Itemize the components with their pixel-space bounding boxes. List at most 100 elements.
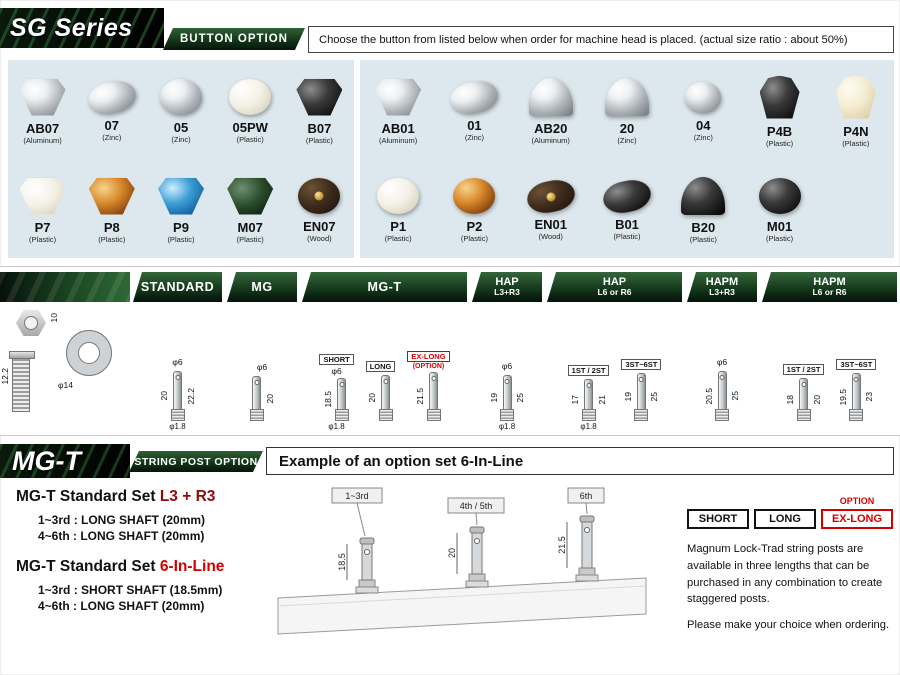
button-image-p8: [88, 177, 135, 215]
button-code: 01: [467, 117, 482, 133]
button-code: M01: [766, 219, 793, 234]
button-item-en07: EN07 (Wood): [285, 159, 354, 258]
spec-drawing-mgt: SHORT φ6 18.5 φ1.8 LONG 20: [302, 304, 467, 432]
button-material: (Plastic): [460, 234, 488, 243]
button-image-05pw: [229, 79, 272, 115]
string-hole: [801, 382, 807, 387]
button-image-m01: [758, 178, 801, 214]
spec-header-mg: MG: [227, 272, 297, 302]
button-code: P9: [173, 219, 189, 235]
button-item-b07: B07 (Plastic): [285, 60, 354, 159]
button-code: 04: [696, 117, 711, 133]
button-item-ab07: AB07 (Aluminum): [8, 60, 77, 159]
spec-header-hapm-l3r3: HAPM L3+R3: [687, 272, 757, 302]
string-post-drawing: [378, 375, 393, 421]
bushing-height-dim: 12.2: [0, 368, 10, 385]
button-image-p4n: [835, 75, 876, 119]
thread-drawing: [378, 409, 393, 421]
spec-drawing-hap-l6r6: 1ST / 2ST 17 21 φ1.8 3ST~6ST 19 25: [547, 304, 682, 432]
string-hole: [431, 376, 437, 381]
string-hole: [853, 377, 859, 382]
thread-drawing: [170, 409, 185, 421]
header-note-box: Choose the button from listed below when…: [308, 26, 894, 53]
button-item-p7: P7 (Plastic): [8, 159, 77, 258]
post-unit-1st2st: 1ST / 2ST 18 20: [782, 364, 825, 432]
spec-header-standard: STANDARD: [133, 272, 222, 302]
button-material: (Plastic): [29, 234, 57, 244]
button-image-01: [447, 76, 502, 118]
hex-nut-drawing: [16, 310, 46, 336]
string-hole: [339, 382, 345, 387]
headstock-diagram: 18.5 20 21.5 1~3rd 4th / 5th 6th: [277, 487, 647, 635]
button-image-m07: [227, 177, 274, 215]
bushing-drawing: [9, 351, 35, 412]
button-material: (Plastic): [689, 235, 717, 244]
button-material: (Plastic): [98, 234, 126, 244]
button-option-label: BUTTON OPTION: [180, 33, 288, 45]
set2-line1: 1~3rd : SHORT SHAFT (18.5mm): [38, 583, 223, 597]
set1-line1: 1~3rd : LONG SHAFT (20mm): [38, 513, 206, 527]
thread-drawing: [581, 409, 596, 421]
button-item-p8: P8 (Plastic): [77, 159, 146, 258]
thread-drawing: [249, 409, 264, 421]
post-unit: φ6 20: [249, 362, 275, 432]
mgt-title: MG-T: [12, 445, 81, 476]
button-image-en07: [298, 178, 341, 214]
button-item-20: 20 (Zinc): [589, 60, 665, 159]
button-image-ab07: [19, 78, 66, 116]
ordering-note: Please make your choice when ordering.: [687, 619, 890, 631]
button-image-04: [685, 81, 722, 113]
button-image-20: [604, 78, 649, 116]
string-hole: [638, 377, 644, 382]
series-title: SG Series: [10, 13, 133, 42]
thread-drawing: [849, 409, 864, 421]
washer-drawing: [66, 330, 112, 376]
thread-drawing: [426, 409, 441, 421]
button-code: P8: [103, 219, 120, 235]
post-unit: φ6 19 25 φ1.8: [488, 361, 526, 431]
thread-drawing: [334, 409, 349, 421]
string-post-option-banner: STRING POST OPTION: [129, 451, 263, 472]
svg-text:6th: 6th: [580, 491, 593, 501]
nut-height-dim: 10: [49, 313, 59, 323]
button-code: B01: [615, 216, 639, 232]
button-code: 05: [173, 120, 189, 135]
string-post-drawing: [249, 376, 264, 421]
string-post-drawing: [849, 373, 864, 421]
button-material: (Plastic): [766, 234, 794, 243]
post-unit-1st2st: 1ST / 2ST 17 21 φ1.8: [567, 365, 610, 432]
button-item-01: 01 (Zinc): [436, 60, 512, 159]
string-hole: [175, 375, 180, 380]
button-image-b20: [681, 177, 726, 215]
button-material: (Plastic): [842, 138, 870, 148]
button-code: B20: [691, 220, 716, 235]
button-material: (Plastic): [167, 234, 195, 244]
length-option-short: SHORT: [687, 509, 749, 529]
button-image-ab01: [375, 78, 422, 116]
button-item-04: 04 (Zinc): [665, 60, 741, 159]
spec-header-hap-l3r3: HAP L3+R3: [472, 272, 542, 302]
button-image-p7: [19, 177, 66, 215]
button-item-b20: B20 (Plastic): [665, 159, 741, 258]
svg-text:1~3rd: 1~3rd: [345, 491, 368, 501]
button-item-05pw: 05PW (Plastic): [216, 60, 285, 159]
button-panel-right: AB01 (Aluminum) 01 (Zinc) AB20 (Aluminum…: [360, 60, 894, 258]
thread-drawing: [796, 409, 811, 421]
button-material: (Plastic): [384, 234, 412, 243]
set2-line2: 4~6th : LONG SHAFT (20mm): [38, 599, 205, 613]
string-hole: [383, 379, 389, 384]
button-material: (Plastic): [236, 135, 264, 144]
button-image-p1: [377, 178, 420, 214]
fixture-drawings: 10 φ14 12.2: [0, 304, 130, 432]
button-material: (Plastic): [236, 234, 264, 244]
spec-header-hapm-l6r6: HAPM L6 or R6: [762, 272, 897, 302]
button-image-p4b: [759, 75, 800, 119]
button-panel-left: AB07 (Aluminum) 07 (Zinc) 05 (Zinc) 05PW…: [8, 60, 354, 258]
button-code: B07: [307, 120, 332, 136]
spec-drawing-hap-l3r3: φ6 19 25 φ1.8: [472, 304, 542, 432]
length-option-exlong: EX-LONG: [821, 509, 893, 529]
button-image-05: [159, 79, 202, 115]
spec-drawing-mg: φ6 20: [227, 304, 297, 432]
string-hole: [504, 379, 510, 384]
